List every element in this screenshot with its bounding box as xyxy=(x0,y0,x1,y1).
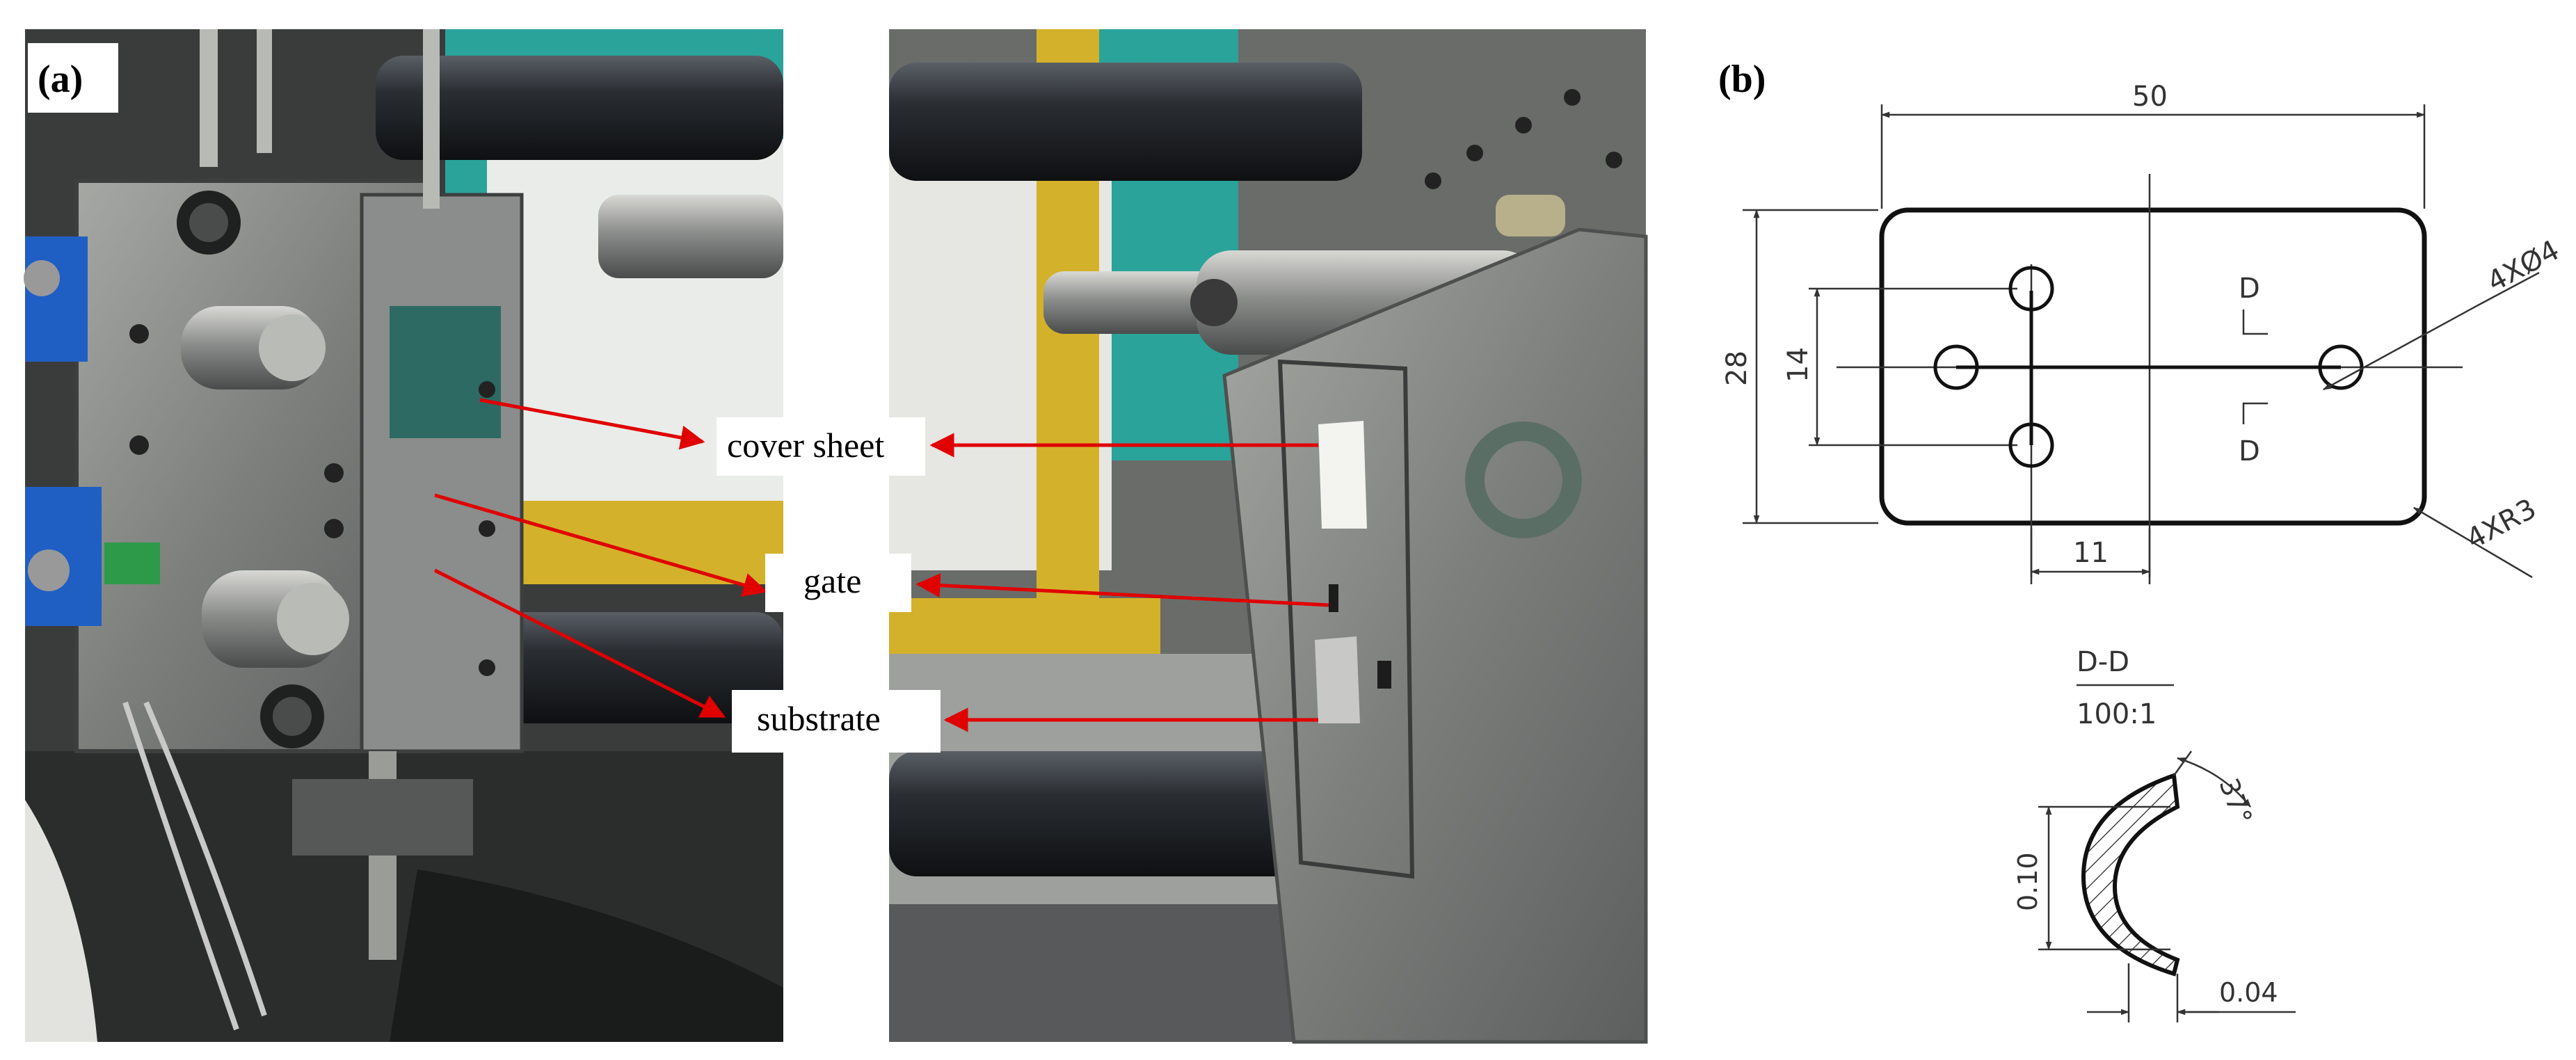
technical-drawing: (b) 50 28 14 11 xyxy=(1718,58,2565,1022)
dim-angle: 37° xyxy=(2214,774,2258,828)
section-mark-top: D xyxy=(2239,273,2260,305)
hole-right xyxy=(2318,344,2364,390)
arrow-substrate-left xyxy=(433,568,726,718)
dim-hole-spacing: 14 xyxy=(1782,347,1814,383)
label-gate: gate xyxy=(803,561,861,600)
hole-left xyxy=(1933,344,1979,390)
callout-labels: cover sheet gate substrate xyxy=(717,417,941,753)
arrow-cover-sheet-left xyxy=(479,398,705,450)
callout-arrows xyxy=(433,398,1329,732)
photo-left-mold xyxy=(24,29,783,1042)
arrow-gate-left xyxy=(434,493,768,597)
dim-offset: 11 xyxy=(2073,537,2109,569)
section-title: D-D xyxy=(2077,646,2129,678)
dim-holes: 4XØ4 xyxy=(2482,234,2565,298)
dim-height: 28 xyxy=(1721,351,1753,386)
panel-label-a: (a) xyxy=(38,58,83,101)
section-profile xyxy=(2081,772,2180,977)
photo-right-mold xyxy=(889,29,1648,1044)
dim-depth: 0.10 xyxy=(2013,852,2043,911)
section-mark-bottom: D xyxy=(2239,435,2260,467)
section-scale: 100:1 xyxy=(2077,698,2157,730)
dim-land: 0.04 xyxy=(2219,977,2278,1008)
dim-width: 50 xyxy=(2132,81,2168,113)
hole-top xyxy=(2008,266,2054,312)
label-substrate: substrate xyxy=(757,699,881,738)
panel-label-b: (b) xyxy=(1718,58,1766,101)
dim-radius: 4XR3 xyxy=(2461,492,2541,555)
hole-bottom xyxy=(2008,422,2054,468)
arrow-gate-right xyxy=(915,573,1329,607)
label-cover-sheet: cover sheet xyxy=(727,426,884,465)
